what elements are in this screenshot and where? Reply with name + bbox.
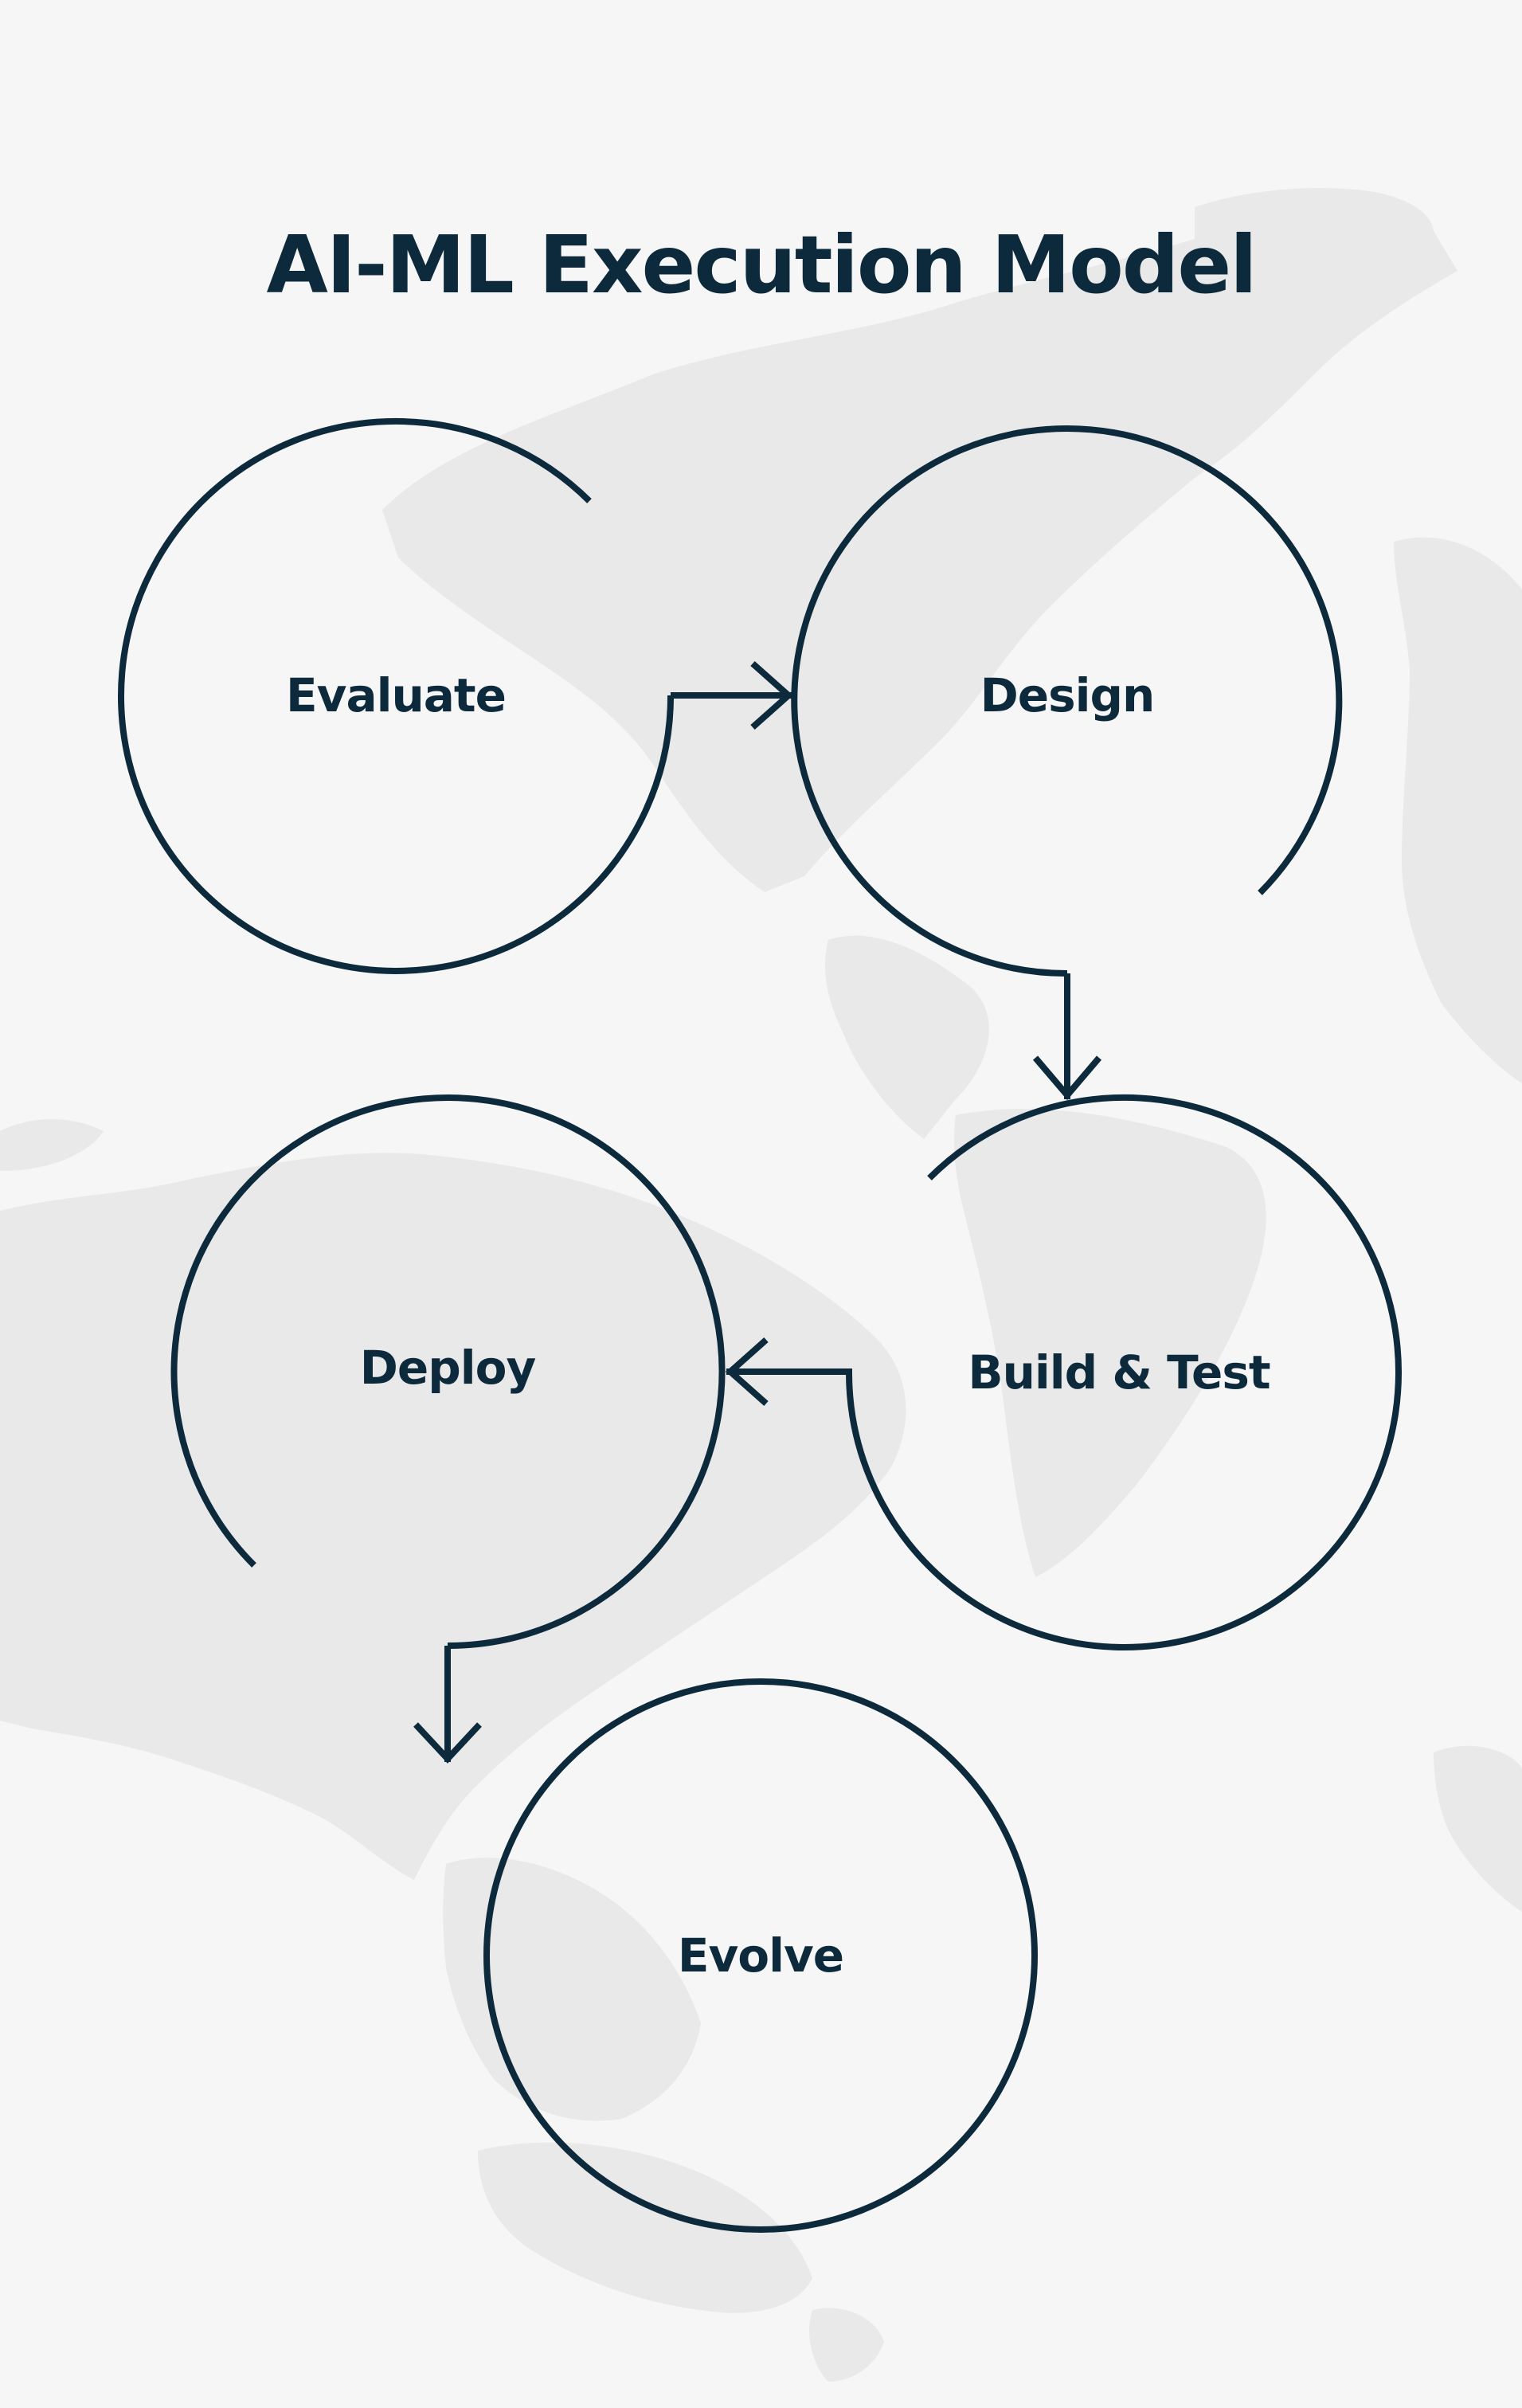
ring-evaluate: [118, 417, 674, 974]
step-label-build-test: Build & Test: [968, 1345, 1270, 1400]
ring-build-test: [846, 1094, 1402, 1650]
step-label-evolve: Evolve: [678, 1928, 843, 1983]
step-label-deploy: Deploy: [360, 1341, 536, 1395]
arrowhead-deploy-to-evolve: [413, 1722, 482, 1764]
ring-design: [791, 425, 1343, 977]
step-label-design: Design: [980, 668, 1155, 722]
arrowhead-evaluate-to-design: [750, 661, 794, 730]
page-title: AI-ML Execution Model: [266, 218, 1258, 311]
ring-deploy: [170, 1094, 726, 1649]
ring-evolve: [483, 1678, 1038, 2233]
arrowhead-design-to-build-test: [1032, 1055, 1102, 1101]
arrowhead-build-test-to-deploy: [725, 1337, 769, 1406]
step-label-evaluate: Evaluate: [286, 668, 506, 722]
